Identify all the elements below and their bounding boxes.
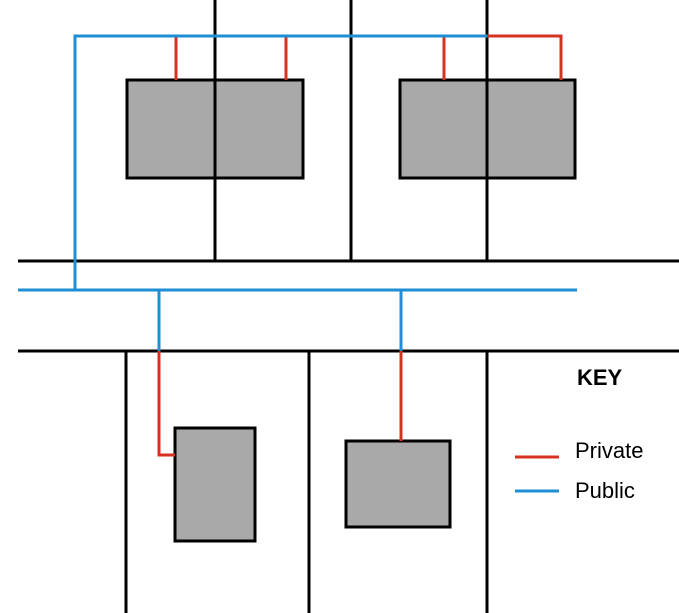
building-bottom-left bbox=[173, 426, 257, 543]
legend: KEY Private Public bbox=[515, 365, 643, 503]
legend-private-label: Private bbox=[575, 438, 643, 463]
public-feeder-top bbox=[73, 34, 487, 290]
private-line-top-right-b bbox=[487, 34, 563, 80]
legend-title: KEY bbox=[577, 365, 623, 390]
private-lines bbox=[157, 34, 563, 457]
public-lines bbox=[18, 34, 577, 351]
building-bottom-middle bbox=[344, 439, 452, 529]
property-boundaries bbox=[18, 0, 679, 613]
legend-public-label: Public bbox=[575, 478, 635, 503]
private-line-bottom-left bbox=[157, 351, 175, 457]
